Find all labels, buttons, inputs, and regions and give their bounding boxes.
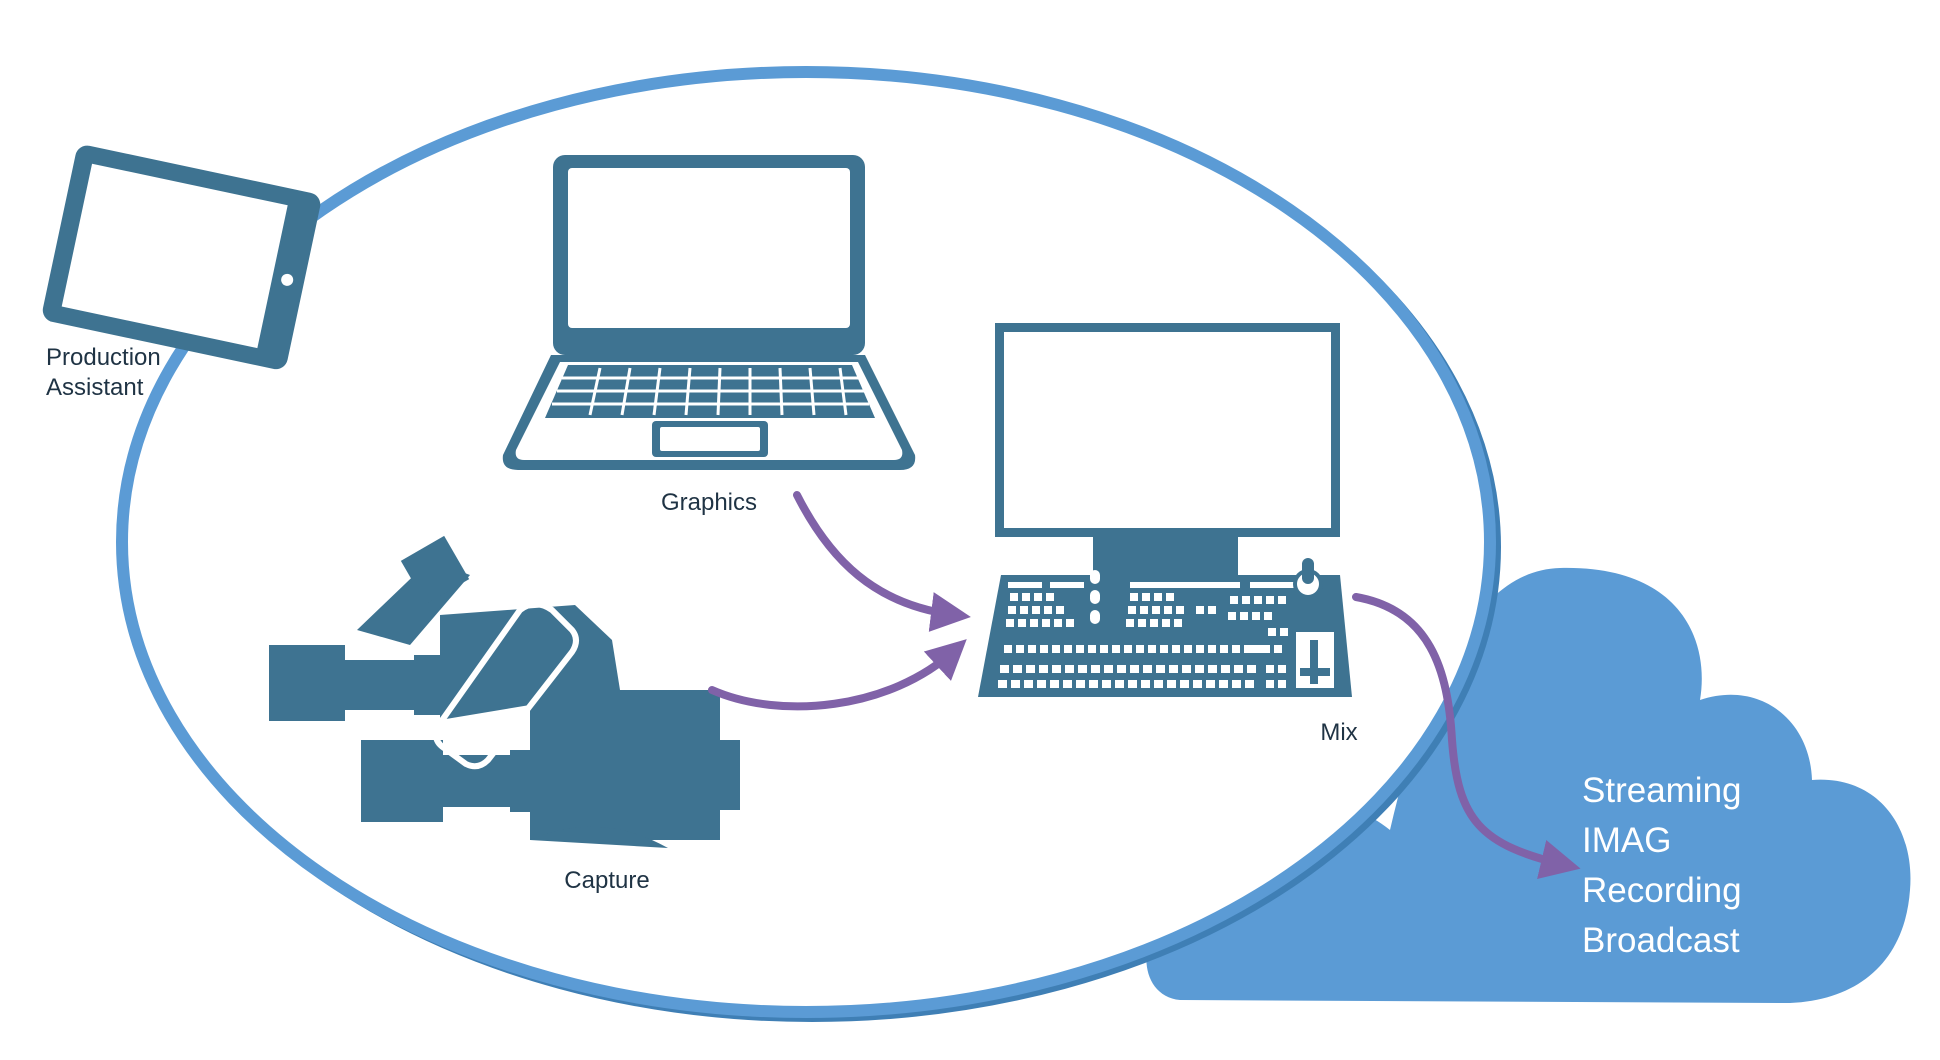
flow-arrows — [708, 491, 1581, 879]
output-imag: IMAG — [1582, 821, 1672, 860]
production-assistant-label-line-1: Production — [46, 344, 161, 371]
video-switcher-icon — [978, 323, 1352, 697]
output-recording: Recording — [1582, 871, 1742, 910]
output-destinations-list: Streaming IMAG Recording Broadcast — [1582, 766, 1742, 966]
graphics-label: Graphics — [660, 489, 758, 516]
capture-label: Capture — [564, 867, 650, 894]
output-broadcast: Broadcast — [1582, 921, 1740, 960]
arrow-mix-to-cloud — [1352, 593, 1581, 879]
arrow-capture-to-mix — [708, 639, 967, 711]
production-assistant-label: Production Assistant — [46, 343, 161, 403]
camera-icon — [269, 535, 740, 848]
production-assistant-label-line-2: Assistant — [46, 374, 144, 401]
laptop-icon — [502, 155, 916, 470]
tablet-icon — [42, 145, 321, 370]
output-streaming: Streaming — [1582, 771, 1742, 810]
arrow-graphics-to-mix — [793, 491, 971, 632]
cloud-icon — [1146, 567, 1911, 1003]
mix-label: Mix — [1320, 719, 1358, 746]
